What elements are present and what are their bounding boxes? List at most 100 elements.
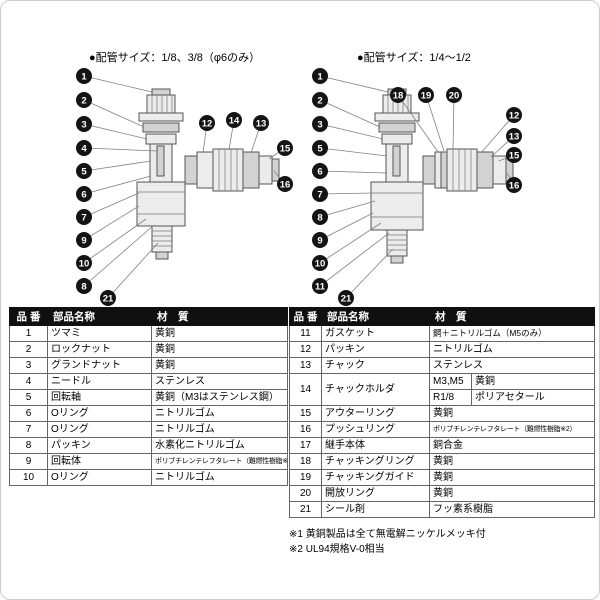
table-cell-mat: 黄銅 [151,325,288,342]
table-cell-mat: 水素化ニトリルゴム [151,437,288,454]
table-cell-name: Oリング [47,421,152,438]
table-cell-no: 20 [289,485,322,502]
callout-13: 13 [253,115,269,131]
leader-line [319,99,381,128]
leader-line [83,147,159,152]
leader-line [83,224,155,287]
table-cell-name: ロックナット [47,341,152,358]
table-cell-no: 9 [9,453,48,470]
callout-11: 11 [312,278,328,294]
table-cell-mat: ステンレス [151,373,288,390]
table-cell-name: チャックホルダ [321,373,430,406]
leader-line [319,170,388,174]
table-cell-mat: ニトリルゴム [151,421,288,438]
svg-text:10: 10 [79,259,90,270]
leader-line [83,75,153,93]
table-cell-mat: ポリアセタール [471,389,595,406]
table-cell-no: 5 [9,389,48,406]
callout-9: 9 [312,232,328,248]
leader-line [345,248,394,299]
table-cell-name: パッキン [47,437,152,454]
table-cell-no: 2 [9,341,48,358]
svg-text:3: 3 [81,120,86,131]
svg-text:7: 7 [81,213,86,224]
callout-16: 16 [506,177,522,193]
svg-text:2: 2 [81,96,86,107]
table-cell-no: 11 [289,325,322,342]
svg-text:12: 12 [202,119,213,130]
leader-line [319,192,374,195]
table-cell-no: 8 [9,437,48,454]
table-header-row: 品 番部品名称材 質 [9,307,288,326]
callout-6: 6 [312,163,328,179]
fitting-drawing-right [370,88,514,264]
diagram-title-left: ●配管サイズ：1/8、3/8（φ6のみ） [89,52,261,64]
table-cell-name: 開放リング [321,485,430,502]
table-cell-name: プッシュリング [321,421,430,438]
table-cell-name: チャッキングリング [321,453,430,470]
callout-19: 19 [418,87,434,103]
table-cell-no: 21 [289,501,322,518]
callout-3: 3 [312,116,328,132]
callout-20: 20 [446,87,462,103]
leader-line [319,147,388,157]
table-header-name: 部品名称 [47,307,152,326]
table-cell-mat: ニトリルゴム [151,405,288,422]
svg-text:4: 4 [81,144,87,155]
table-cell-mat: 黄銅 [429,469,595,486]
table-cell-mat: 鋼＋ニトリルゴム（M5のみ） [429,325,595,342]
leader-line [319,75,389,93]
table-cell-no: 6 [9,405,48,422]
callout-8: 8 [312,209,328,225]
table-cell-mat: ニトリルゴム [151,469,288,486]
svg-text:12: 12 [509,111,520,122]
leader-line [319,222,382,264]
table-cell-name: Oリング [47,469,152,486]
svg-text:2: 2 [317,96,322,107]
svg-text:6: 6 [317,167,322,178]
table-cell-no: 3 [9,357,48,374]
callout-1: 1 [76,68,92,84]
table-cell-name: シール剤 [321,501,430,518]
callout-8: 8 [76,278,92,294]
table-cell-no: 1 [9,325,48,342]
svg-text:7: 7 [317,190,322,201]
table-cell-name: ニードル [47,373,152,390]
table-header-mat: 材 質 [151,307,288,326]
table-cell-no: 18 [289,453,322,470]
svg-text:10: 10 [315,259,326,270]
svg-text:16: 16 [280,180,291,191]
svg-text:13: 13 [509,132,520,143]
footnotes: ※1 黄銅製品は全て無電解ニッケルメッキ付 ※2 UL94規格V-0相当 [289,527,486,557]
table-header-no: 品 番 [289,307,322,326]
table-cell-name: グランドナット [47,357,152,374]
table-cell-mat: 黄銅 [429,453,595,470]
leader-line [319,200,376,218]
svg-text:21: 21 [341,294,352,305]
svg-text:19: 19 [421,91,432,102]
table-cell-size: R1/8 [429,389,472,406]
table-cell-name: チャック [321,357,430,374]
table-cell-size: M3,M5 [429,373,472,390]
table-header-mat: 材 質 [429,307,595,326]
diagram-title-right: ●配管サイズ：1/4～1/2 [357,52,471,64]
table-cell-name: パッキン [321,341,430,358]
callout-5: 5 [312,140,328,156]
table-cell-mat: ニトリルゴム [429,341,595,358]
table-cell-no: 13 [289,357,322,374]
callout-1: 1 [312,68,328,84]
table-cell-no: 19 [289,469,322,486]
